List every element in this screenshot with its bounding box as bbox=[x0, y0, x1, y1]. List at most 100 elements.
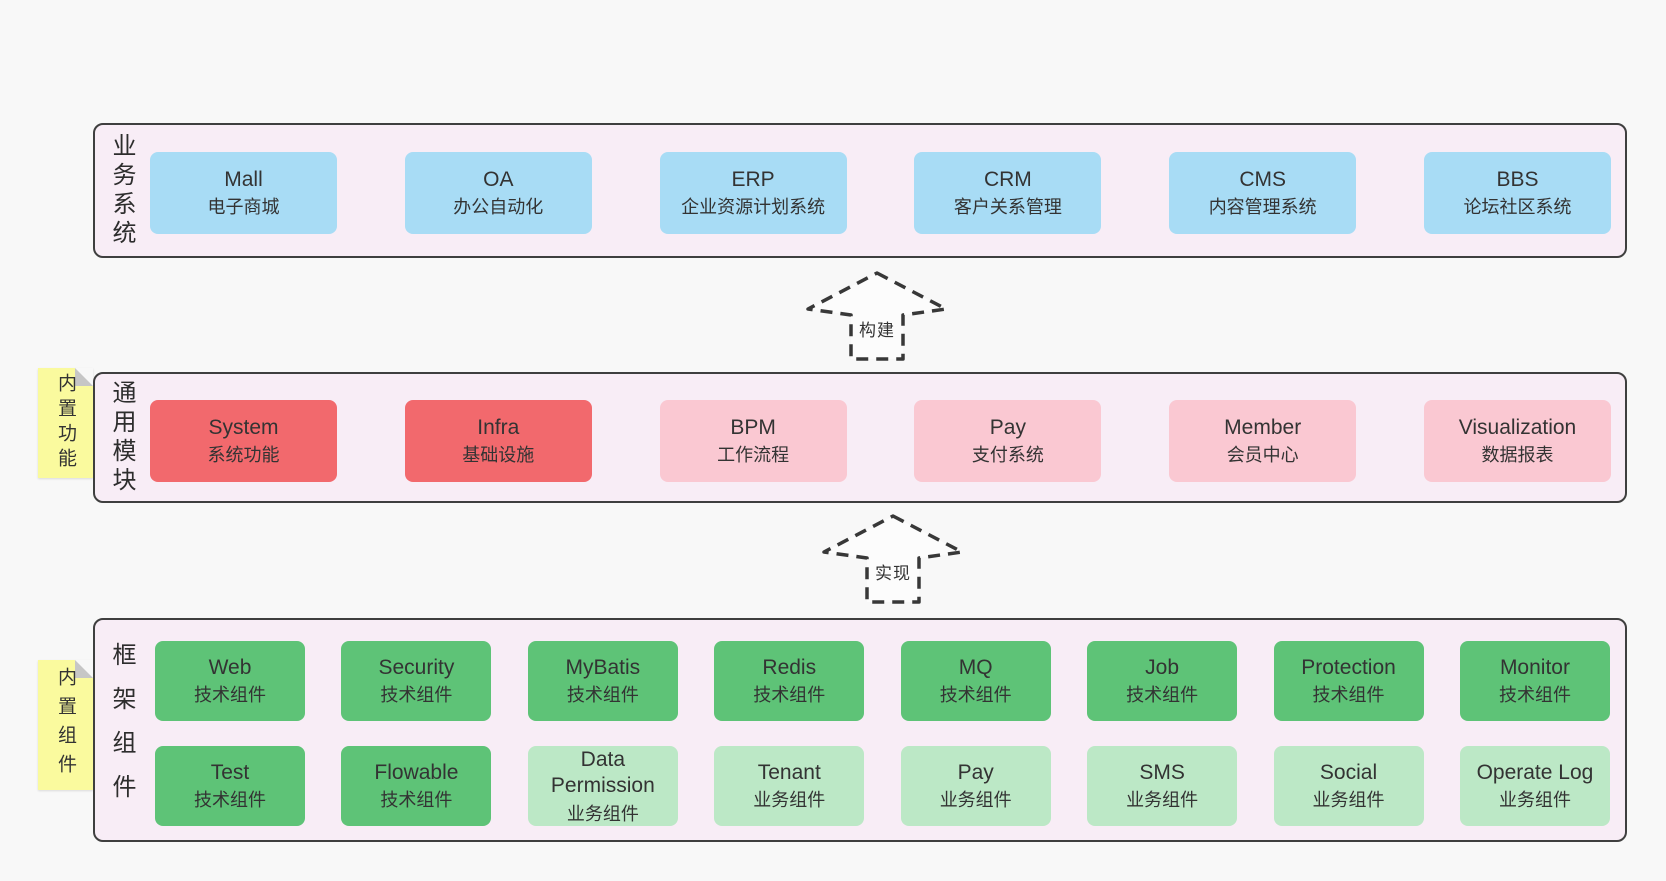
box-subtitle: 业务组件 bbox=[753, 790, 826, 811]
box-mybatis: MyBatis 技术组件 bbox=[527, 641, 678, 721]
box-sms: SMS 业务组件 bbox=[1087, 746, 1238, 826]
box-title: System bbox=[208, 416, 279, 440]
box-bbs: BBS 论坛社区系统 bbox=[1423, 152, 1611, 234]
box-subtitle: 支付系统 bbox=[971, 445, 1044, 466]
box-subtitle: 技术组件 bbox=[753, 685, 826, 706]
box-redis: Redis 技术组件 bbox=[714, 641, 865, 721]
sticky-note-label: 内置组件 bbox=[55, 667, 76, 783]
box-title: Member bbox=[1224, 416, 1302, 440]
sticky-note-builtin-features: 内置功能 bbox=[38, 368, 93, 478]
box-subtitle: 技术组件 bbox=[939, 685, 1012, 706]
box-bpm: BPM 工作流程 bbox=[659, 400, 847, 482]
box-title: Flowable bbox=[374, 761, 459, 785]
arrow-implement: 实现 bbox=[822, 513, 964, 605]
box-title: Data Permission bbox=[550, 748, 655, 798]
band-framework-components: 框架组件 Web 技术组件 Security 技术组件 MyBatis 技术组件… bbox=[93, 618, 1627, 842]
box-title: OA bbox=[483, 168, 514, 192]
box-title: Job bbox=[1145, 656, 1180, 680]
box-subtitle: 业务组件 bbox=[566, 803, 639, 824]
box-title: Operate Log bbox=[1476, 761, 1594, 785]
box-protection: Protection 技术组件 bbox=[1273, 641, 1424, 721]
box-title: Tenant bbox=[757, 761, 821, 785]
box-title: MQ bbox=[958, 656, 993, 680]
box-visualization: Visualization 数据报表 bbox=[1423, 400, 1611, 482]
box-pay-system: Pay 支付系统 bbox=[914, 400, 1102, 482]
box-system: System 系统功能 bbox=[150, 400, 337, 482]
business-systems-row: Mall 电子商城 OA 办公自动化 ERP 企业资源计划系统 CRM 客户关系… bbox=[150, 152, 1611, 234]
box-subtitle: 技术组件 bbox=[1312, 685, 1385, 706]
box-web: Web 技术组件 bbox=[155, 641, 305, 721]
band-common-modules: 通用模块 System 系统功能 Infra 基础设施 BPM 工作流程 Pay… bbox=[93, 372, 1627, 503]
box-title: Monitor bbox=[1499, 656, 1570, 680]
box-job: Job 技术组件 bbox=[1087, 641, 1238, 721]
box-subtitle: 数据报表 bbox=[1481, 445, 1554, 466]
box-security: Security 技术组件 bbox=[341, 641, 492, 721]
box-subtitle: 电子商城 bbox=[207, 197, 280, 218]
box-subtitle: 系统功能 bbox=[207, 445, 280, 466]
box-erp: ERP 企业资源计划系统 bbox=[659, 152, 847, 234]
box-subtitle: 技术组件 bbox=[380, 790, 453, 811]
box-subtitle: 技术组件 bbox=[1498, 685, 1571, 706]
box-operate-log: Operate Log 业务组件 bbox=[1459, 746, 1610, 826]
box-subtitle: 技术组件 bbox=[1126, 685, 1199, 706]
box-test: Test 技术组件 bbox=[155, 746, 305, 826]
box-title: Security bbox=[378, 656, 455, 680]
box-title: Mall bbox=[224, 168, 263, 192]
framework-row-2: Test 技术组件 Flowable 技术组件 Data Permission … bbox=[155, 746, 1610, 826]
box-title: MyBatis bbox=[565, 656, 641, 680]
box-subtitle: 业务组件 bbox=[1312, 790, 1385, 811]
box-title: Infra bbox=[477, 416, 520, 440]
framework-row-1: Web 技术组件 Security 技术组件 MyBatis 技术组件 Redi… bbox=[155, 641, 1610, 721]
box-subtitle: 会员中心 bbox=[1226, 445, 1299, 466]
box-title: Redis bbox=[762, 656, 817, 680]
sticky-note-label: 内置功能 bbox=[55, 373, 76, 473]
box-subtitle: 内容管理系统 bbox=[1208, 197, 1317, 218]
box-subtitle: 技术组件 bbox=[194, 790, 266, 811]
box-subtitle: 业务组件 bbox=[1126, 790, 1199, 811]
box-title: BPM bbox=[730, 416, 776, 440]
arrow-implement-label: 实现 bbox=[875, 564, 911, 583]
box-monitor: Monitor 技术组件 bbox=[1459, 641, 1610, 721]
band-label-business-systems: 业务系统 bbox=[108, 132, 135, 249]
box-subtitle: 业务组件 bbox=[939, 790, 1012, 811]
box-title: BBS bbox=[1496, 168, 1539, 192]
box-title: ERP bbox=[731, 168, 775, 192]
box-subtitle: 工作流程 bbox=[717, 445, 790, 466]
box-subtitle: 客户关系管理 bbox=[953, 197, 1062, 218]
box-subtitle: 基础设施 bbox=[462, 445, 535, 466]
sticky-note-builtin-components: 内置组件 bbox=[38, 660, 93, 790]
box-subtitle: 业务组件 bbox=[1498, 790, 1571, 811]
band-label-common-modules: 通用模块 bbox=[108, 379, 135, 496]
box-title: Visualization bbox=[1458, 416, 1577, 440]
box-infra: Infra 基础设施 bbox=[404, 400, 592, 482]
box-title: Pay bbox=[957, 761, 994, 785]
band-business-systems: 业务系统 Mall 电子商城 OA 办公自动化 ERP 企业资源计划系统 CRM… bbox=[93, 123, 1627, 258]
box-title: Test bbox=[210, 761, 250, 785]
box-subtitle: 技术组件 bbox=[194, 685, 266, 706]
dashed-up-arrow-icon bbox=[822, 514, 964, 604]
box-subtitle: 论坛社区系统 bbox=[1463, 197, 1572, 218]
box-title: CMS bbox=[1239, 168, 1287, 192]
box-mq: MQ 技术组件 bbox=[900, 641, 1051, 721]
box-subtitle: 企业资源计划系统 bbox=[681, 197, 826, 218]
arrow-build-label: 构建 bbox=[859, 321, 895, 340]
box-pay-component: Pay 业务组件 bbox=[900, 746, 1051, 826]
common-modules-row: System 系统功能 Infra 基础设施 BPM 工作流程 Pay 支付系统… bbox=[150, 400, 1611, 482]
box-title: SMS bbox=[1139, 761, 1185, 785]
dashed-up-arrow-icon bbox=[806, 271, 948, 361]
box-social: Social 业务组件 bbox=[1273, 746, 1424, 826]
box-title: Pay bbox=[989, 416, 1026, 440]
box-title: Protection bbox=[1301, 656, 1396, 680]
arrow-build: 构建 bbox=[806, 270, 948, 362]
box-subtitle: 办公自动化 bbox=[453, 197, 544, 218]
box-cms: CMS 内容管理系统 bbox=[1169, 152, 1357, 234]
box-subtitle: 技术组件 bbox=[380, 685, 453, 706]
box-crm: CRM 客户关系管理 bbox=[914, 152, 1102, 234]
box-title: CRM bbox=[983, 168, 1032, 192]
box-title: Web bbox=[208, 656, 252, 680]
box-data-permission: Data Permission 业务组件 bbox=[527, 746, 678, 826]
band-label-framework-components: 框架组件 bbox=[108, 642, 135, 818]
box-title: Social bbox=[1319, 761, 1378, 785]
box-member: Member 会员中心 bbox=[1169, 400, 1357, 482]
